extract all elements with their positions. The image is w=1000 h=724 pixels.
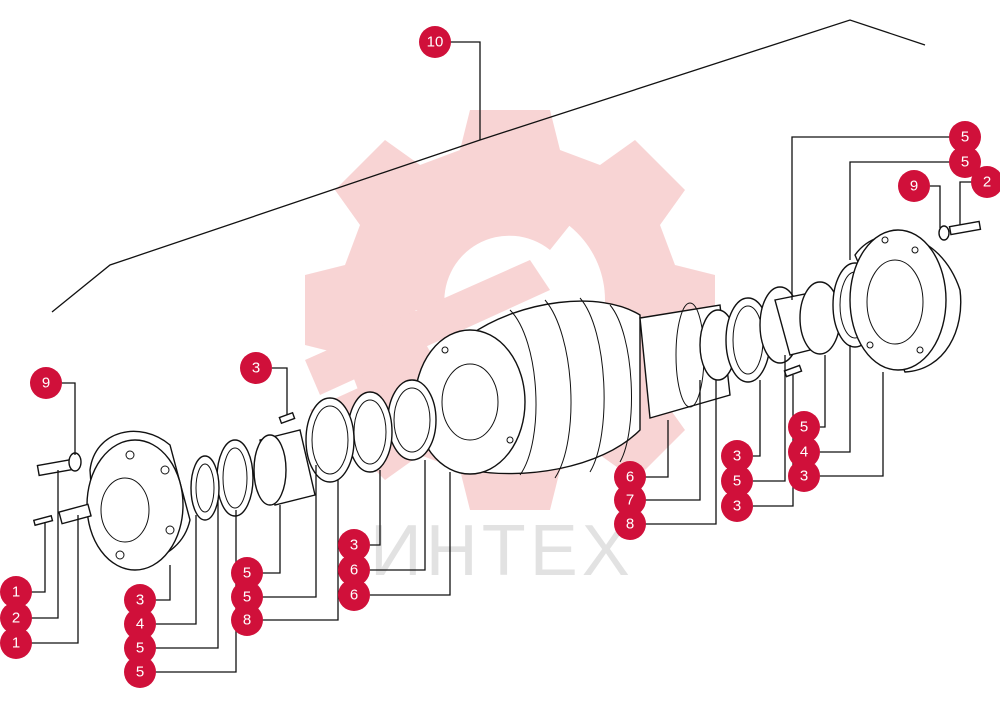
callout-m3b[interactable]: 3: [338, 529, 370, 561]
callout-label: 3: [252, 360, 260, 377]
callout-label: 10: [427, 34, 444, 51]
callout-label: 6: [626, 469, 634, 486]
callout-m6a[interactable]: 6: [614, 461, 646, 493]
callout-m3top[interactable]: 3: [240, 352, 272, 384]
callout-m7[interactable]: 7: [614, 484, 646, 516]
callout-m8b[interactable]: 8: [231, 604, 263, 636]
callout-label: 9: [42, 375, 50, 392]
left-flange: [32, 430, 191, 571]
callout-l9[interactable]: 9: [30, 367, 62, 399]
callout-r5d[interactable]: 5: [721, 465, 753, 497]
callout-r3c[interactable]: 3: [721, 490, 753, 522]
callout-m5b[interactable]: 5: [231, 581, 263, 613]
leader-lines: [21, 136, 972, 673]
callout-label: 5: [136, 664, 144, 681]
callout-r3b[interactable]: 3: [788, 460, 820, 492]
callout-label: 2: [12, 610, 20, 627]
callout-label: 3: [136, 592, 144, 609]
callout-label: 3: [350, 537, 358, 554]
callout-r3a[interactable]: 3: [721, 440, 753, 472]
callout-l5a[interactable]: 5: [124, 632, 156, 664]
watermark-text: ИНТЕХ: [370, 511, 634, 591]
callout-label: 9: [910, 178, 918, 195]
callout-label: 7: [626, 492, 634, 509]
callout-label: 4: [800, 444, 808, 461]
right-flange: [849, 220, 982, 373]
callout-r4[interactable]: 4: [788, 436, 820, 468]
callout-label: 3: [800, 468, 808, 485]
callout-l1b[interactable]: 1: [0, 627, 32, 659]
callout-label: 2: [983, 174, 991, 191]
callout-r5c[interactable]: 5: [788, 411, 820, 443]
callout-label: 8: [626, 516, 634, 533]
callout-label: 5: [243, 589, 251, 606]
callout-10[interactable]: 10: [419, 26, 451, 58]
callout-label: 5: [243, 565, 251, 582]
callout-label: 1: [12, 635, 20, 652]
callout-m6c[interactable]: 6: [338, 579, 370, 611]
callout-label: 3: [733, 498, 741, 515]
callout-label: 1: [12, 584, 20, 601]
callout-m6b[interactable]: 6: [338, 554, 370, 586]
callout-label: 5: [800, 419, 808, 436]
callout-label: 5: [136, 640, 144, 657]
callout-r2[interactable]: 2: [971, 166, 1000, 198]
callout-l3[interactable]: 3: [124, 584, 156, 616]
callout-l5b[interactable]: 5: [124, 656, 156, 688]
leader-10: [450, 41, 481, 140]
callout-l2[interactable]: 2: [0, 602, 32, 634]
callout-label: 8: [243, 612, 251, 629]
callout-l1a[interactable]: 1: [0, 576, 32, 608]
callout-label: 5: [733, 473, 741, 490]
callout-label: 5: [961, 154, 969, 171]
callout-m5a[interactable]: 5: [231, 557, 263, 589]
callout-r9[interactable]: 9: [898, 170, 930, 202]
callout-label: 5: [961, 129, 969, 146]
callout-r5b[interactable]: 5: [949, 146, 981, 178]
callout-m8a[interactable]: 8: [614, 508, 646, 540]
callout-label: 4: [136, 616, 144, 633]
callout-label: 6: [350, 562, 358, 579]
callout-l4[interactable]: 4: [124, 608, 156, 640]
callout-label: 6: [350, 587, 358, 604]
left-rings: [190, 379, 437, 521]
callout-label: 3: [733, 448, 741, 465]
callout-r5a[interactable]: 5: [949, 121, 981, 153]
